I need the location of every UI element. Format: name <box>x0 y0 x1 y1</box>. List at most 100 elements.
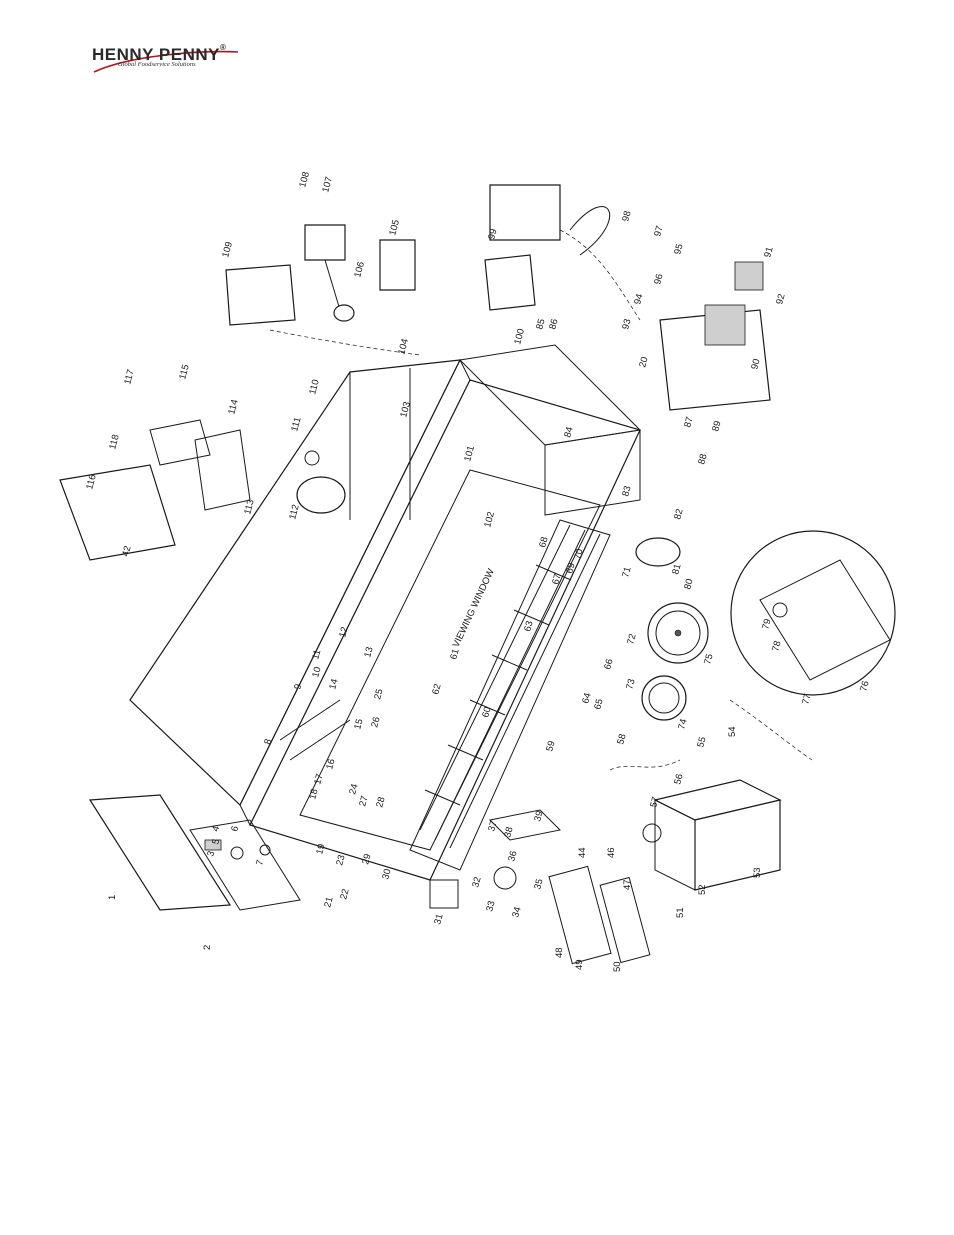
part-label-31: 31 <box>432 913 445 926</box>
part-label-61: 61 <box>448 648 461 661</box>
relay-92 <box>734 261 764 291</box>
part-label-64: 64 <box>580 692 593 705</box>
part-label-112: 112 <box>287 503 302 520</box>
part-label-105: 105 <box>387 219 402 237</box>
part-label-98: 98 <box>620 210 633 223</box>
window-glass-line <box>419 524 571 831</box>
inset-switch-78 <box>772 602 788 618</box>
part-label-100: 100 <box>512 328 527 346</box>
box-114 <box>149 419 211 466</box>
box-53-side <box>654 799 696 891</box>
part-label-114: 114 <box>226 398 241 415</box>
part-label-106: 106 <box>352 261 367 279</box>
part-label-35: 35 <box>532 878 545 891</box>
part-label-15: 15 <box>352 718 365 731</box>
window-dividers <box>424 564 572 806</box>
part-label-75: 75 <box>702 653 715 666</box>
heater-element <box>279 699 341 741</box>
wire-dash <box>269 329 421 356</box>
cover-118 <box>59 464 176 561</box>
window-glass-line <box>449 533 601 849</box>
contactor-99 <box>489 184 561 241</box>
part-label-24: 24 <box>347 783 360 796</box>
part-label-48: 48 <box>554 947 565 958</box>
part-label-110: 110 <box>307 378 322 395</box>
part-label-27: 27 <box>357 795 370 808</box>
part-label-51: 51 <box>675 907 686 918</box>
part-label-93: 93 <box>620 318 633 331</box>
part-label-54: 54 <box>727 726 738 737</box>
rail-47-top <box>194 429 251 511</box>
element-106 <box>324 259 341 311</box>
part-label-37: 37 <box>486 820 499 833</box>
thermometer-75-hub <box>674 629 682 637</box>
thermometer-75-dial <box>655 610 701 656</box>
part-label-113: 113 <box>242 498 257 515</box>
part-label-44: 44 <box>577 847 588 858</box>
part-label-32: 32 <box>470 876 483 889</box>
part-label-87: 87 <box>682 416 695 429</box>
inset-panel-76 <box>759 559 891 681</box>
heater-element <box>289 719 351 761</box>
part-label-78: 78 <box>770 640 783 653</box>
part-label-102: 102 <box>482 511 497 529</box>
part-label-46: 46 <box>606 847 617 858</box>
part-label-22: 22 <box>338 888 351 901</box>
part-label-95: 95 <box>672 243 685 256</box>
knob-3 <box>230 846 244 860</box>
part-label-9: 9 <box>292 683 304 691</box>
part-label-16: 16 <box>324 758 337 771</box>
lamp-57 <box>642 823 662 843</box>
part-label-26: 26 <box>369 716 382 729</box>
part-label-38: 38 <box>502 826 515 839</box>
part-label-8: 8 <box>262 738 274 746</box>
cabinet-inner-frame <box>299 469 601 851</box>
viewing-window-frame <box>409 519 611 871</box>
part-label-55: 55 <box>695 736 708 749</box>
part-label-74: 74 <box>676 718 689 731</box>
part-label-10: 10 <box>310 666 323 679</box>
part-label-39: 39 <box>532 810 545 823</box>
part-label-111: 111 <box>289 416 303 433</box>
part-label-47: 47 <box>622 879 633 890</box>
part-label-67: 67 <box>550 573 563 586</box>
knob-81 <box>635 537 681 567</box>
part-label-50: 50 <box>612 961 623 972</box>
fitting-107 <box>304 224 346 261</box>
part-label-109: 109 <box>220 241 235 259</box>
part-label-101: 101 <box>462 445 477 463</box>
part-label-76: 76 <box>858 680 871 693</box>
part-label-49: 49 <box>574 959 585 970</box>
transformer-70 <box>484 254 536 311</box>
part-label-62: 62 <box>430 683 443 696</box>
part-label-34: 34 <box>510 906 523 919</box>
part-label-7: 7 <box>254 859 266 867</box>
part-label-71: 71 <box>620 566 633 579</box>
part-label-20: 20 <box>637 356 650 369</box>
part-label-115: 115 <box>177 363 192 380</box>
logo-tagline: Global Foodservice Solutions <box>118 61 196 68</box>
part-label-17: 17 <box>312 773 325 786</box>
part-label-19: 19 <box>314 843 327 856</box>
part-label-29: 29 <box>360 853 373 866</box>
inset-detail-circle <box>730 530 896 696</box>
cap-112 <box>296 476 346 514</box>
part-label-99: 99 <box>486 228 499 241</box>
part-label-80: 80 <box>682 578 695 591</box>
part-33-motor <box>493 866 517 890</box>
terminal-block-90 <box>704 304 746 346</box>
lens-111 <box>304 450 320 466</box>
part-label-68: 68 <box>537 536 550 549</box>
henny-penny-logo: HENNY PENNY® Global Foodservice Solution… <box>88 42 248 74</box>
wire-dash <box>729 699 813 761</box>
part-label-28: 28 <box>374 796 387 809</box>
part-label-1: 1 <box>107 895 118 900</box>
part-label-42: 42 <box>120 545 133 558</box>
ballast-109 <box>225 264 296 326</box>
diagram-drawing: VIEWING WINDOW <box>59 184 896 965</box>
part-label-72: 72 <box>625 633 638 646</box>
part-label-5: 5 <box>210 838 222 846</box>
part-label-65: 65 <box>592 698 605 711</box>
part-label-12: 12 <box>337 626 350 639</box>
